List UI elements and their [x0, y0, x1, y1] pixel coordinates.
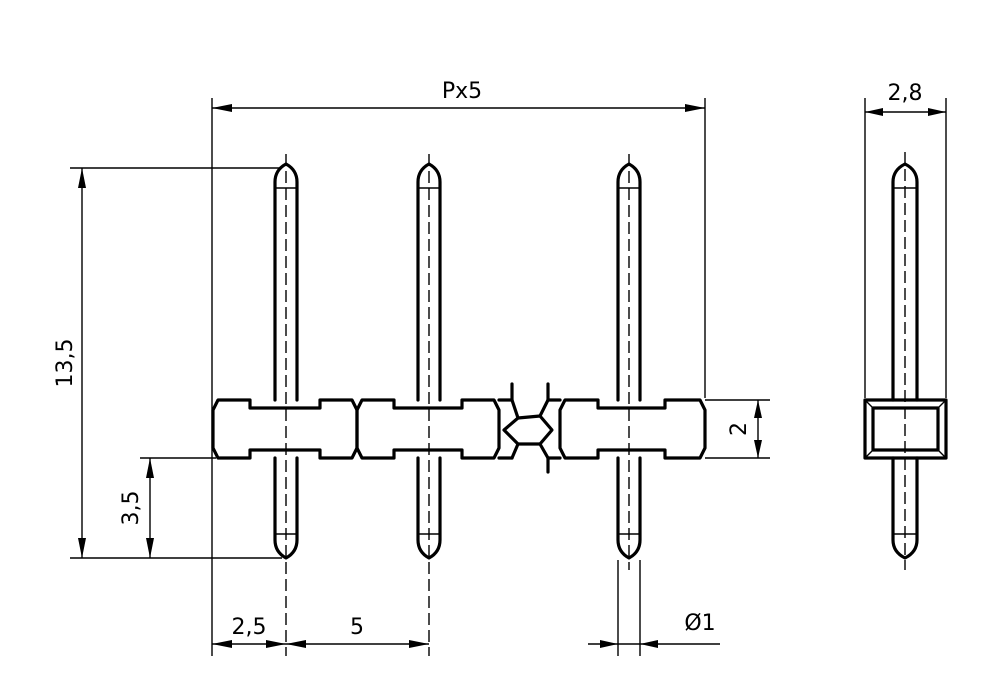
- dim-side-width: 2,8: [888, 81, 923, 106]
- dim-pitch: 5: [350, 615, 364, 640]
- dim-lower-pin-length: 3,5: [119, 491, 144, 526]
- dim-edge-offset: 2,5: [232, 615, 267, 640]
- body-segment-3: [558, 398, 707, 460]
- body-segment-2: [355, 398, 501, 460]
- break-symbol: [497, 382, 562, 474]
- dim-pin-diameter: Ø1: [684, 611, 715, 636]
- body-segment-1: [211, 398, 359, 460]
- dim-body-height: 2: [727, 422, 752, 436]
- side-view: [863, 152, 948, 570]
- dimension-lines: [70, 98, 947, 656]
- front-view: [211, 154, 707, 656]
- dim-overall-length: Px5: [442, 79, 482, 104]
- dim-total-height: 13,5: [53, 339, 78, 388]
